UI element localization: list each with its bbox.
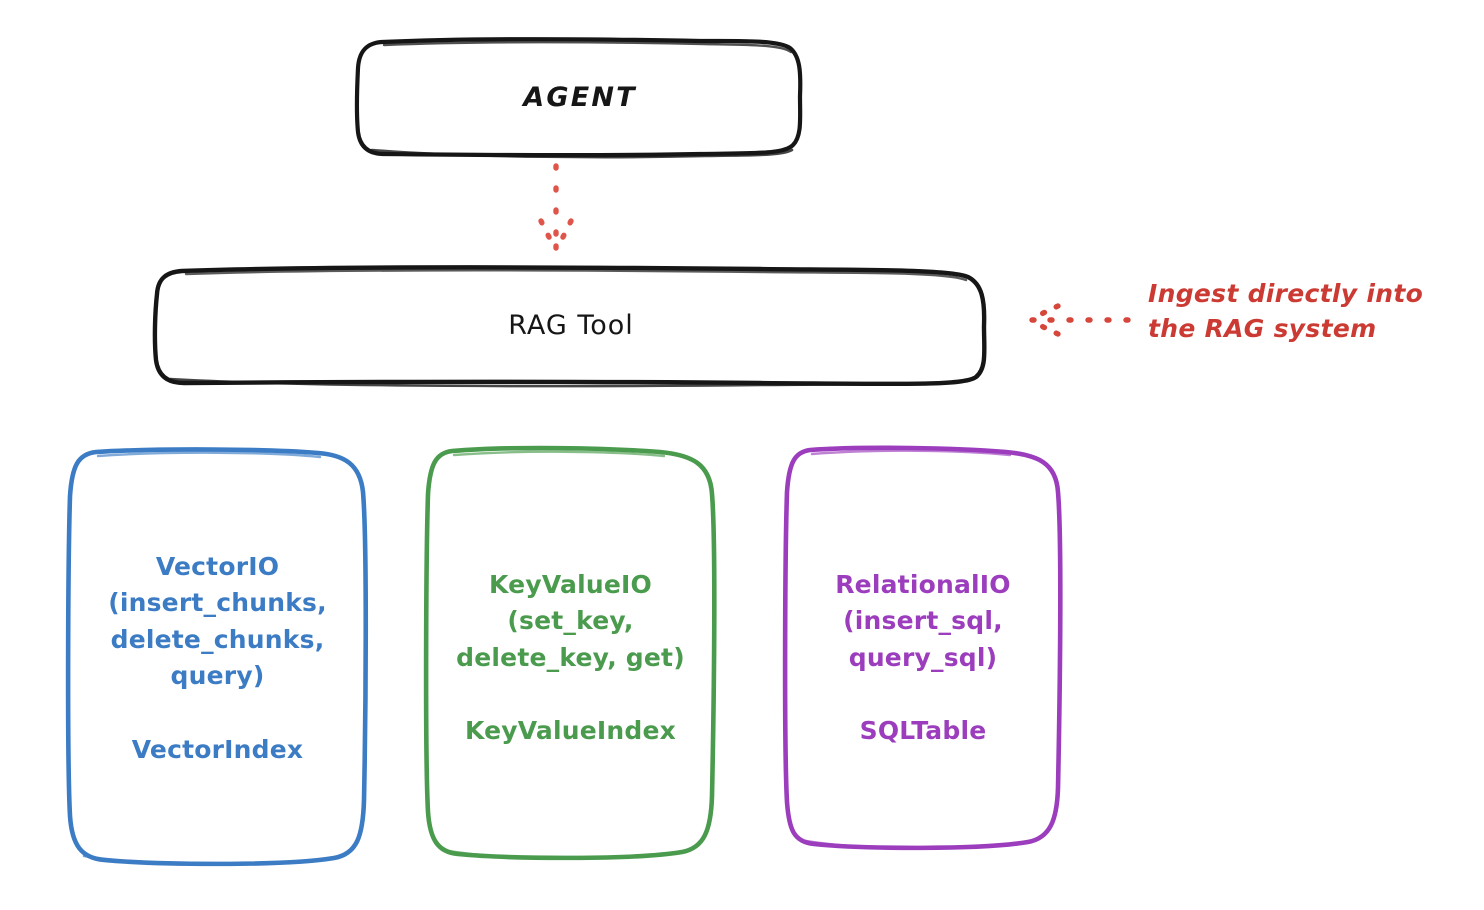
key-value-io-box-outline — [423, 445, 717, 861]
agent-to-rag-arrow — [538, 163, 574, 257]
ingest-arrow — [1024, 303, 1131, 337]
relational-io-label: RelationalIO (insert_sql, query_sql) — [835, 569, 1011, 672]
relational-io-box-outline — [782, 445, 1063, 851]
key-value-io-sublabel: KeyValueIndex — [464, 716, 677, 746]
vector-io-node[interactable]: VectorIO (insert_chunks, delete_chunks, … — [70, 450, 365, 862]
agent-node[interactable]: AGENT — [358, 41, 802, 155]
agent-label: AGENT — [523, 81, 637, 113]
vector-io-box-outline — [65, 447, 369, 867]
key-value-io-node[interactable]: KeyValueIO (set_key, delete_key, get) Ke… — [428, 450, 713, 862]
ingest-annotation-label: Ingest directly into the RAG system — [1148, 279, 1424, 343]
rag-tool-label: RAG Tool — [508, 310, 634, 342]
relational-io-sublabel: SQLTable — [859, 716, 987, 746]
rag-tool-node[interactable]: RAG Tool — [156, 270, 986, 383]
relational-io-node[interactable]: RelationalIO (insert_sql, query_sql) SQL… — [787, 450, 1059, 862]
rag-tool-box-outline — [152, 265, 987, 388]
vector-io-sublabel: VectorIndex — [131, 734, 304, 764]
key-value-io-label: KeyValueIO (set_key, delete_key, get) — [456, 569, 685, 672]
vector-io-label: VectorIO (insert_chunks, delete_chunks, … — [108, 551, 327, 691]
agent-box-outline — [354, 37, 803, 159]
